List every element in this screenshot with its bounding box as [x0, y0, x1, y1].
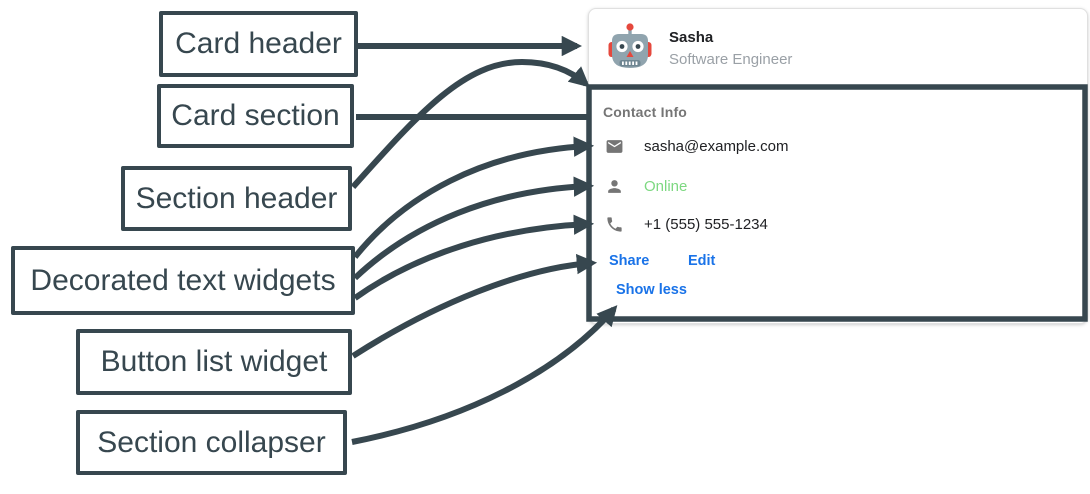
- contact-card: Sasha Software Engineer Contact Info sas…: [588, 8, 1088, 324]
- decorated-text-phone: +1 (555) 555-1234: [605, 214, 768, 234]
- label-section-collapser: Section collapser: [76, 410, 347, 475]
- card-header-name: Sasha: [669, 29, 714, 46]
- label-section-header-text: Section header: [135, 181, 338, 215]
- label-card-section-text: Card section: [171, 99, 340, 132]
- arrow-button-list: [351, 253, 598, 359]
- decorated-text-email: sasha@example.com: [605, 136, 788, 156]
- robot-avatar: [608, 23, 652, 68]
- edit-button[interactable]: Edit: [688, 253, 716, 269]
- label-card-header-text: Card header: [175, 27, 342, 60]
- arrow-decorated-email: [352, 136, 595, 259]
- show-less-button[interactable]: Show less: [616, 282, 687, 298]
- label-button-list-widget-text: Button list widget: [100, 345, 328, 378]
- label-decorated-text-widgets: Decorated text widgets: [11, 246, 355, 315]
- arrow-decorated-status: [352, 176, 595, 281]
- status-text: Online: [644, 177, 688, 195]
- decorated-text-status: Online: [605, 176, 687, 196]
- label-button-list-widget: Button list widget: [76, 329, 352, 395]
- email-icon: [606, 139, 623, 153]
- label-decorated-text-widgets-text: Decorated text widgets: [30, 263, 336, 297]
- label-section-collapser-text: Section collapser: [97, 425, 326, 459]
- arrow-decorated-phone: [353, 214, 595, 301]
- label-section-header: Section header: [121, 166, 352, 231]
- label-card-section: Card section: [157, 84, 354, 148]
- section-header-title: Contact Info: [603, 104, 688, 120]
- label-card-header: Card header: [159, 11, 358, 77]
- card-header-subtitle: Software Engineer: [669, 51, 793, 68]
- phone-text: +1 (555) 555-1234: [644, 215, 768, 233]
- email-text: sasha@example.com: [644, 137, 789, 155]
- share-button[interactable]: Share: [609, 253, 650, 269]
- arrow-section-header: [350, 58, 590, 189]
- phone-icon: [607, 216, 622, 232]
- person-icon: [608, 179, 621, 193]
- arrow-section-collapser: [351, 305, 618, 445]
